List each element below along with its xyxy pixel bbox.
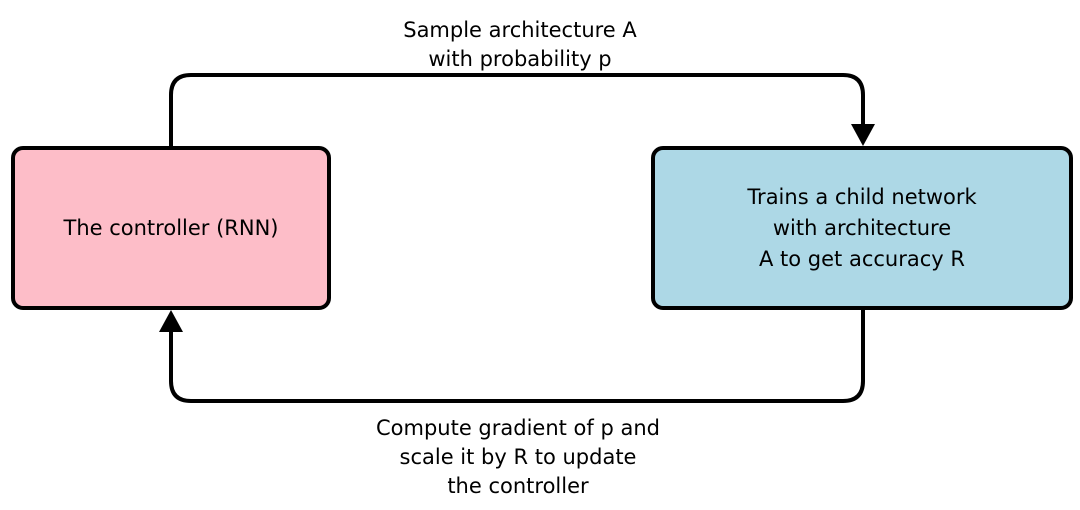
update-arrowhead xyxy=(159,310,183,332)
sample-edge-label: Sample architecture A with probability p xyxy=(403,18,637,71)
sample-arrowhead xyxy=(851,124,875,146)
child-network-label: Trains a child network with architecture… xyxy=(747,184,977,271)
child-network-box: Trains a child network with architecture… xyxy=(651,146,1073,310)
controller-label: The controller (RNN) xyxy=(63,215,279,240)
sample-arrow-line xyxy=(169,73,865,148)
update-arrow-line xyxy=(169,308,865,403)
controller-box: The controller (RNN) xyxy=(11,146,331,310)
update-edge-label: Compute gradient of p and scale it by R … xyxy=(375,416,660,498)
